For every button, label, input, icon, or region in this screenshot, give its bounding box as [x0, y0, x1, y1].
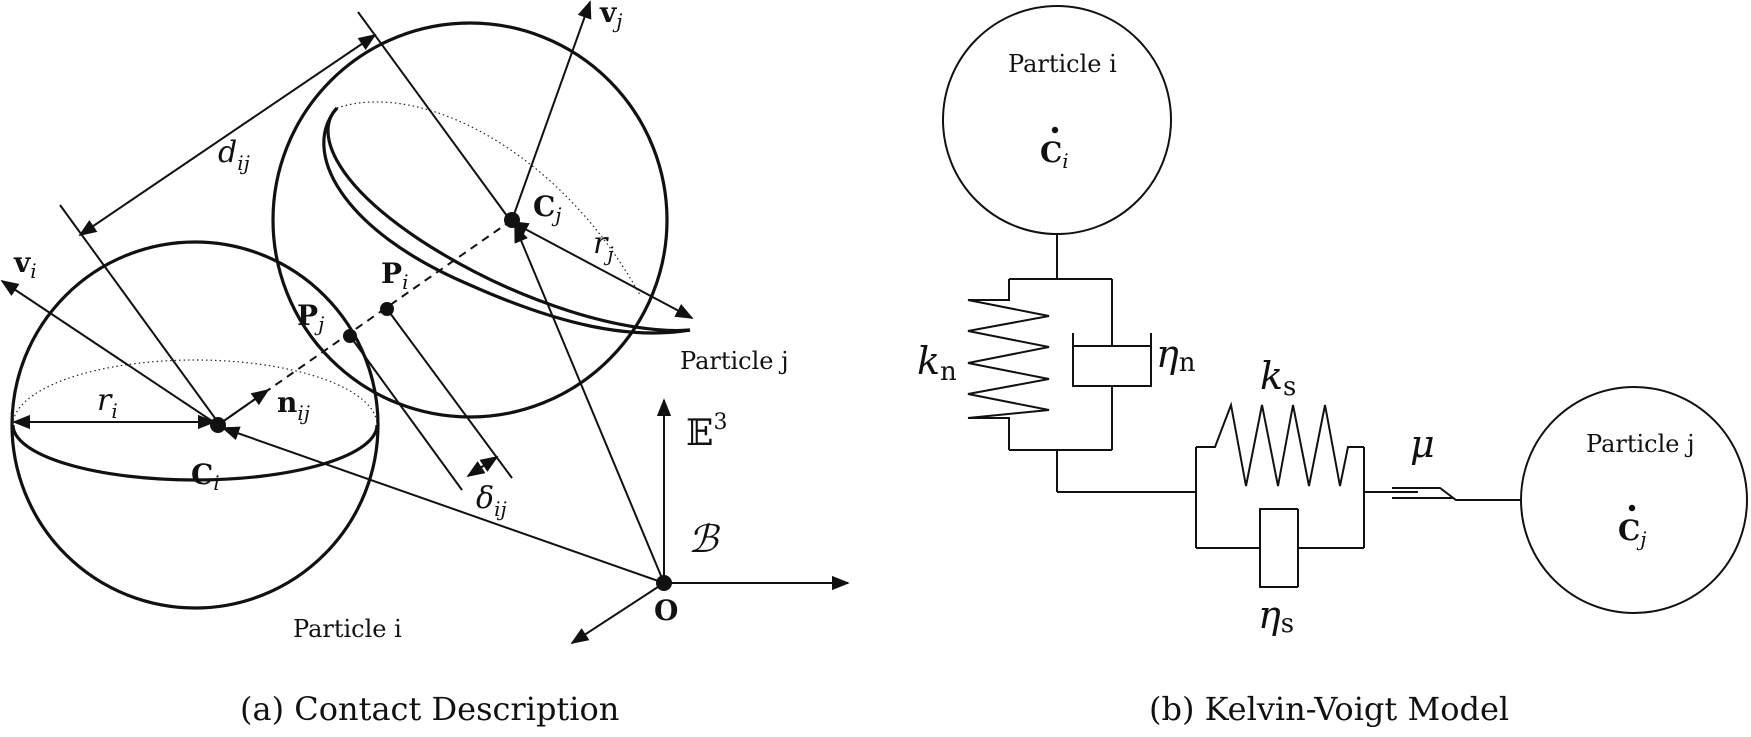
basis-label: ℬ — [688, 517, 721, 561]
k-n-label: kn — [917, 339, 957, 387]
r-i-label: ri — [97, 383, 118, 423]
eta-s-label: ηs — [1258, 593, 1294, 639]
friction-element-upper — [1392, 487, 1520, 501]
particle-j-label-b: Particle j — [1586, 430, 1695, 458]
c-i-label-b: Ci — [1040, 136, 1069, 173]
n-ij-label: nij — [277, 386, 310, 425]
origin-label: O — [654, 594, 678, 627]
v-i-arrow — [0, 280, 219, 426]
center-c-i — [210, 417, 226, 433]
panel-kelvin-voigt-model: Particle i Ci kn ηn ks ηs μ Particle j — [917, 5, 1748, 728]
origin-point — [656, 575, 672, 591]
particle-i-circle — [942, 5, 1172, 235]
delta-ext-1 — [349, 335, 463, 491]
shear-spring-k-s — [1196, 401, 1364, 487]
n-ij-arrow — [217, 388, 270, 426]
center-c-j — [504, 212, 520, 228]
panel-contact-description: dij vi vj ri rj nij Pj Pi δij — [0, 0, 850, 728]
particle-i-equator-front — [11, 424, 379, 482]
p-i-label: Pi — [381, 257, 408, 294]
shear-dashpot-cylinder — [1259, 508, 1298, 588]
c-j-label: Cj — [533, 190, 562, 227]
space-label: 𝔼3 — [686, 410, 727, 454]
caption-a: (a) Contact Description — [240, 690, 619, 728]
c-i-dot-b — [1051, 126, 1059, 134]
k-s-label: ks — [1260, 354, 1296, 402]
normal-spring-k-n — [967, 279, 1050, 450]
position-vector-c-i — [221, 426, 665, 584]
position-vector-c-j — [514, 224, 665, 584]
particle-j-sphere — [271, 21, 669, 419]
delta-ij-dimension — [466, 456, 499, 477]
c-j-dot-b — [1628, 504, 1636, 512]
axis-depth — [570, 582, 665, 644]
particle-i-sphere — [10, 240, 380, 610]
eta-n-label: ηn — [1156, 332, 1196, 378]
r-j-label: rj — [593, 226, 614, 266]
v-j-arrow — [511, 0, 592, 221]
caption-b: (b) Kelvin-Voigt Model — [1149, 690, 1509, 728]
particle-i-equator-back — [12, 359, 378, 426]
d-ij-ext-2 — [357, 11, 511, 221]
d-ij-label: dij — [218, 135, 250, 175]
particle-j-label-a: Particle j — [680, 347, 789, 375]
d-ij-dimension — [78, 33, 377, 237]
v-j-label: vj — [599, 0, 622, 33]
particle-i-label-a: Particle i — [293, 615, 402, 643]
mu-label: μ — [1410, 422, 1435, 466]
c-i-label: Ci — [191, 458, 220, 495]
r-j-dimension — [510, 221, 694, 319]
p-j-label: Pj — [297, 299, 324, 336]
d-ij-ext-1 — [59, 204, 221, 426]
delta-ij-label: δij — [476, 481, 507, 521]
v-i-label: vi — [13, 246, 37, 283]
particle-j-circle — [1520, 386, 1748, 614]
c-j-label-b: Cj — [1618, 514, 1647, 551]
delta-ext-2 — [386, 308, 513, 479]
particle-i-label-b: Particle i — [1008, 50, 1117, 78]
